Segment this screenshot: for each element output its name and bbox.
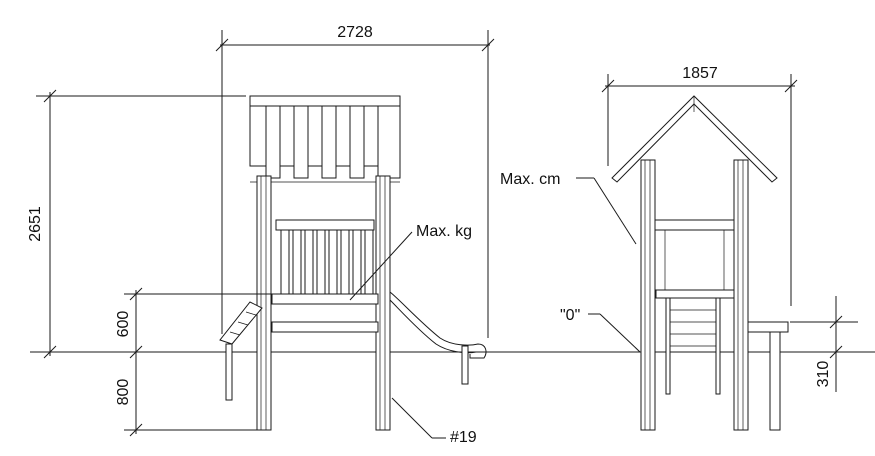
side-ladder xyxy=(655,289,735,395)
dimension-1857: 1857 xyxy=(682,65,718,82)
dimension-front-width: 2728 xyxy=(215,24,495,338)
label-zero-level: "0" xyxy=(560,307,641,353)
dimension-platform-height: 600 xyxy=(115,287,278,356)
side-view xyxy=(611,95,789,431)
dimension-310: 310 xyxy=(815,361,832,388)
dimension-800: 800 xyxy=(115,379,132,406)
front-ladder xyxy=(219,301,263,401)
side-post-right xyxy=(733,159,749,431)
dimension-2728: 2728 xyxy=(337,24,373,41)
front-roof xyxy=(249,95,401,183)
front-view xyxy=(219,95,487,431)
part-number-label: #19 xyxy=(450,429,477,446)
front-slide xyxy=(389,291,487,385)
max-kg-label: Max. kg xyxy=(416,223,472,240)
dimension-foundation-depth: 800 xyxy=(115,345,260,437)
side-roof xyxy=(611,95,778,183)
dimension-side-width: 1857 xyxy=(601,65,798,306)
front-platform xyxy=(271,293,379,305)
dimension-600: 600 xyxy=(115,311,132,338)
max-cm-label: Max. cm xyxy=(500,171,560,188)
label-max-cm: Max. cm xyxy=(500,171,637,245)
front-beam xyxy=(271,321,379,333)
dimension-side-foundation: 310 xyxy=(790,296,858,392)
label-part-number: #19 xyxy=(391,397,477,446)
front-railing xyxy=(275,219,375,295)
side-post-left xyxy=(640,159,656,431)
dimension-2651: 2651 xyxy=(27,206,44,242)
dimension-total-height: 2651 xyxy=(27,89,246,359)
side-step xyxy=(747,321,789,431)
label-max-kg: Max. kg xyxy=(349,223,472,301)
front-post-left xyxy=(256,175,272,431)
zero-level-label: "0" xyxy=(560,307,580,324)
